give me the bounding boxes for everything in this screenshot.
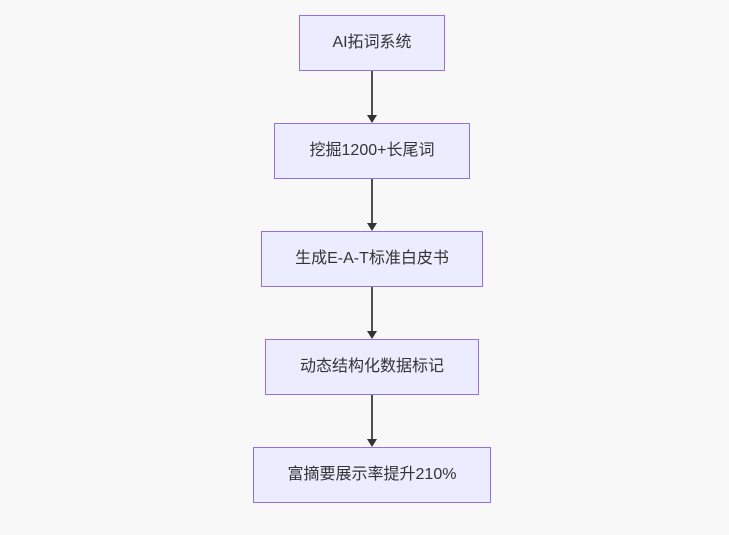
edge-connector-4 [365,395,379,447]
arrow-down-icon [367,115,377,123]
flow-node-rich-snippet-result: 富摘要展示率提升210% [253,447,491,503]
flowchart: AI拓词系统 挖掘1200+长尾词 生成E-A-T标准白皮书 动态结构化数据标记… [253,15,491,503]
edge-connector-3 [365,287,379,339]
flow-node-structured-data-markup: 动态结构化数据标记 [265,339,479,395]
edge-connector-1 [365,71,379,123]
flow-node-eat-whitepaper: 生成E-A-T标准白皮书 [261,231,483,287]
edge-line [371,71,373,116]
edge-connector-2 [365,179,379,231]
flow-node-longtail-mining: 挖掘1200+长尾词 [274,123,470,179]
edge-line [371,395,373,440]
flow-node-ai-word-expansion: AI拓词系统 [299,15,445,71]
arrow-down-icon [367,331,377,339]
arrow-down-icon [367,439,377,447]
edge-line [371,179,373,224]
edge-line [371,287,373,332]
arrow-down-icon [367,223,377,231]
